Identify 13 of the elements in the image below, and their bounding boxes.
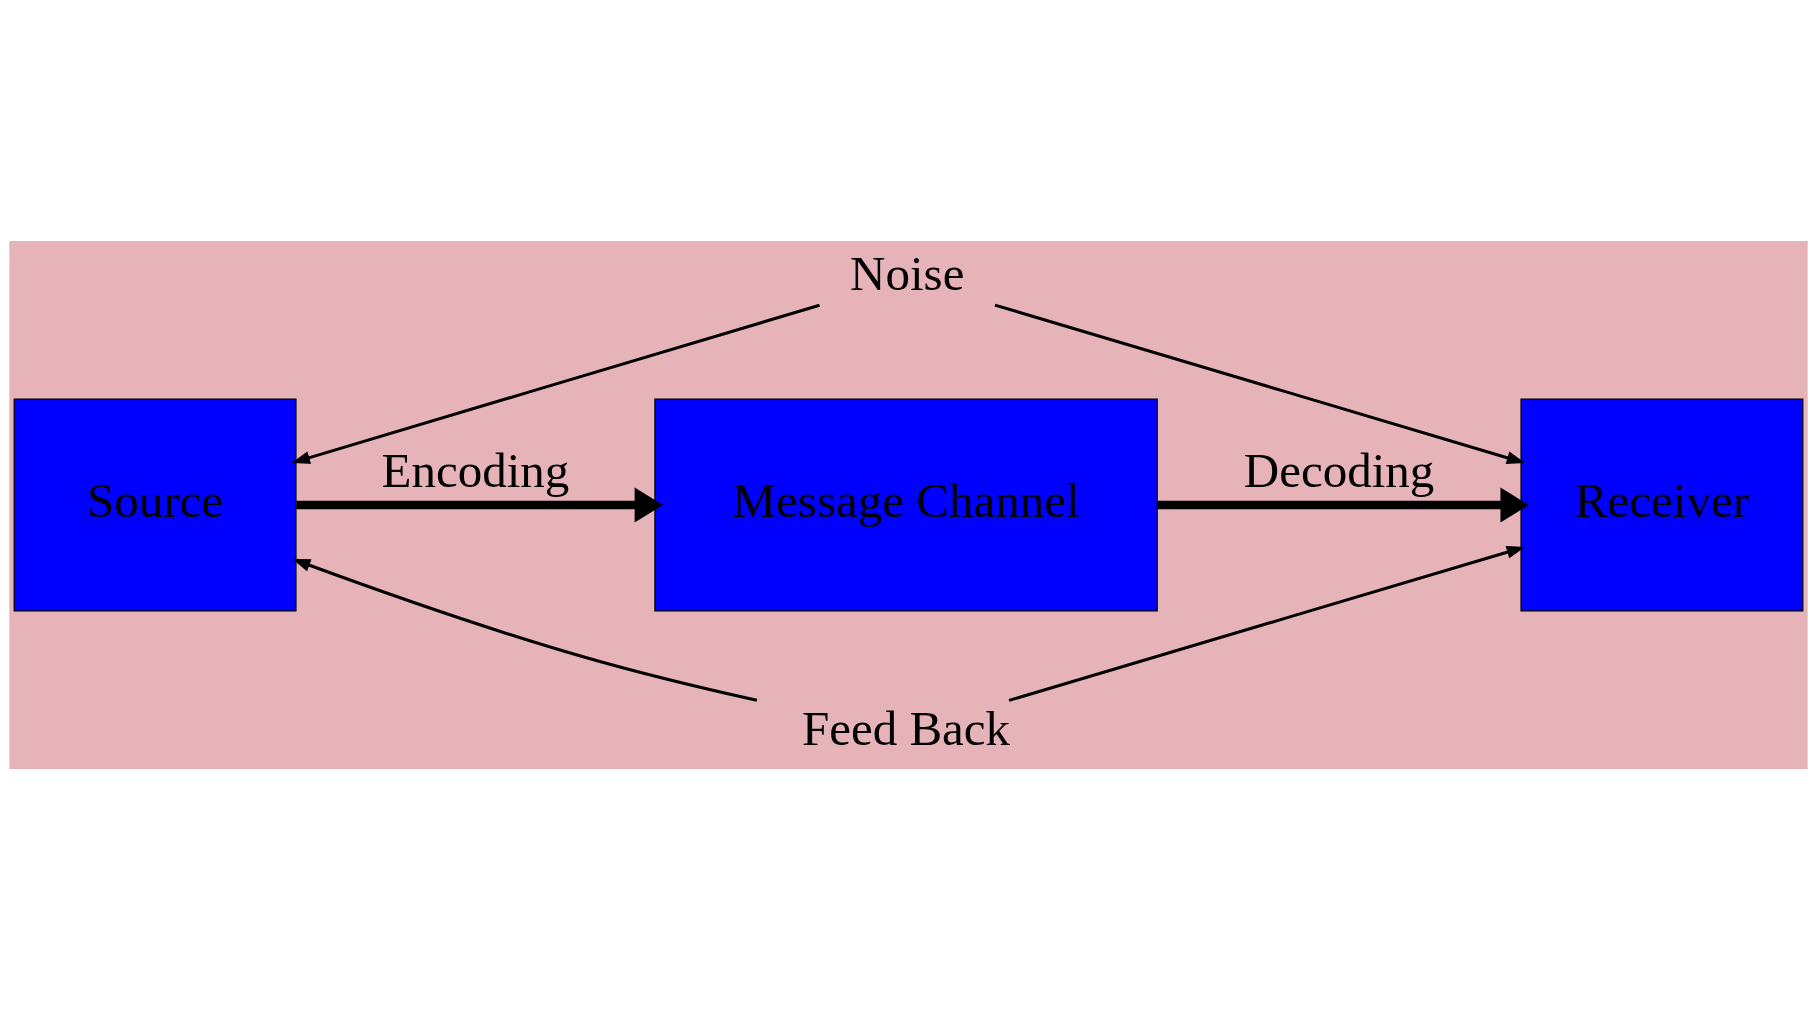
arrow bbox=[295, 487, 663, 522]
node-text: Noise bbox=[849, 245, 964, 301]
arrow bbox=[994, 303, 1525, 464]
arrow bbox=[291, 558, 757, 702]
arrow bbox=[291, 303, 820, 464]
node-box: Receiver bbox=[1519, 397, 1803, 612]
node-box: Message Channel bbox=[653, 397, 1158, 612]
arrow bbox=[1156, 487, 1529, 522]
arrow bbox=[1008, 545, 1525, 702]
node-box: Source bbox=[13, 397, 297, 612]
edge-label: Encoding bbox=[381, 442, 569, 498]
node-text: Feed Back bbox=[801, 700, 1010, 755]
edge-label: Decoding bbox=[1243, 442, 1434, 498]
